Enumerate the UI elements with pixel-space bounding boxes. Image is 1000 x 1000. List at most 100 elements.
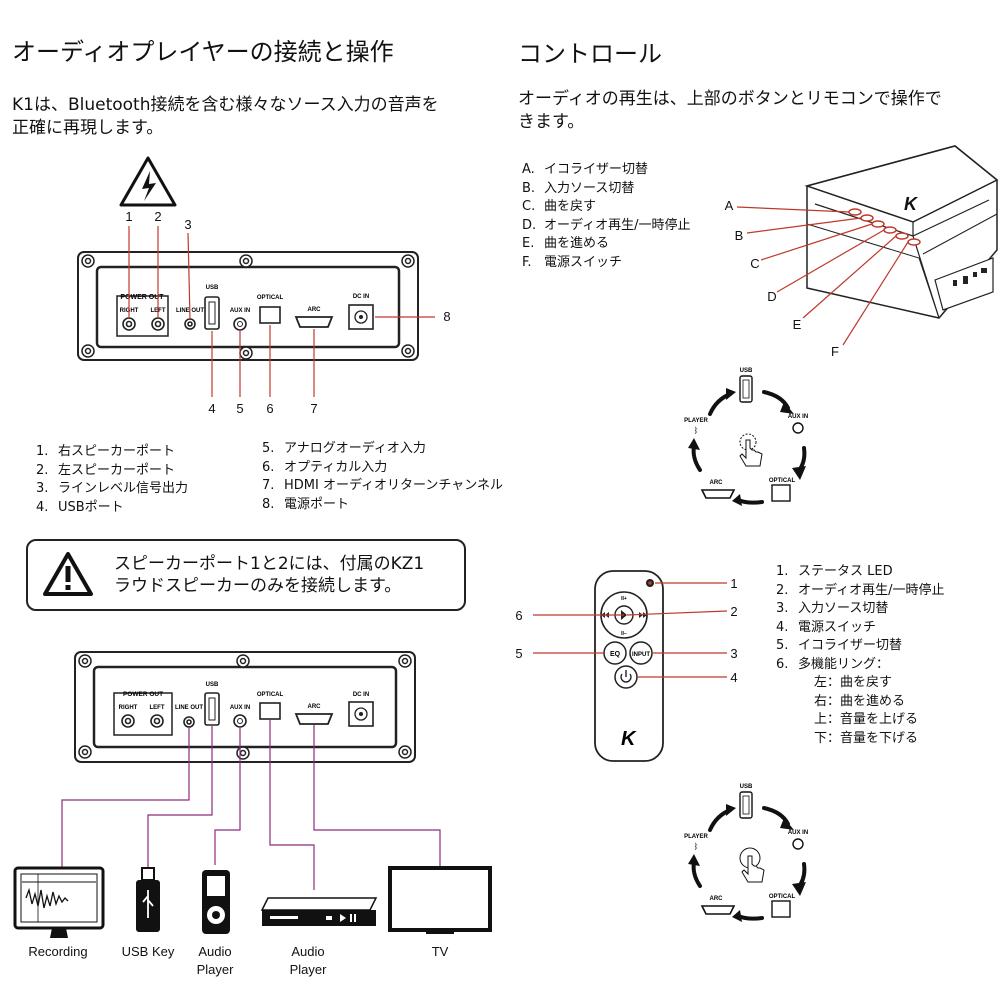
callout-f: F [831, 344, 839, 359]
list-item: 6.多機能リング： [776, 656, 890, 672]
device-label-usb-key: USB Key [122, 944, 175, 959]
power-out-label: POWER OUT [120, 294, 164, 301]
callout-2: 2 [154, 209, 161, 224]
ring-item: 上：音量を上げる [814, 712, 919, 727]
callout-3: 3 [184, 217, 191, 232]
rear-panel-diagram: POWER OUT RIGHT LEFT LINE OUT USB AUX IN… [77, 156, 451, 416]
list-item: 8.電源ポート [262, 496, 350, 512]
list-item: 6.オプティカル入力 [262, 459, 388, 475]
ring-item: 下：音量を下げる [814, 730, 919, 746]
callout-5: 5 [236, 401, 243, 416]
list-item: 5.アナログオーディオ入力 [262, 441, 426, 456]
svg-text:PLAYER: PLAYER [684, 418, 708, 424]
list-item: C.曲を戻す [522, 199, 597, 214]
connection-intro: K1は、Bluetooth接続を含む様々なソース入力の音声を 正確に再現します。 [12, 94, 439, 140]
callout-c: C [750, 256, 759, 271]
remote-callout-2: 2 [730, 604, 737, 619]
callout-7: 7 [310, 401, 317, 416]
hand-touch-icon [739, 847, 765, 883]
remote-control-diagram: II+ II− EQ INPUT K 1 2 3 4 5 6 [515, 570, 738, 762]
svg-text:LINE OUT: LINE OUT [175, 705, 203, 711]
callout-d: D [767, 289, 776, 304]
list-item: 1.ステータス LED [776, 564, 893, 579]
svg-text:AUX IN: AUX IN [788, 830, 808, 836]
svg-text:II−: II− [621, 631, 627, 637]
list-item: 2.オーディオ再生/一時停止 [776, 582, 945, 598]
list-item: B.入力ソース切替 [522, 180, 635, 196]
device-label-audio-player-1: Audio [198, 944, 231, 959]
remote-list: 1.ステータス LED 2.オーディオ再生/一時停止 3.入力ソース切替 4.電… [776, 563, 944, 748]
svg-text:USB: USB [206, 682, 219, 688]
svg-text:ARC: ARC [710, 480, 724, 486]
svg-text:DC IN: DC IN [353, 294, 369, 300]
hand-touch-icon [739, 433, 763, 467]
list-item: 3.入力ソース切替 [776, 601, 889, 616]
input-cycle-diagram-2: USB AUX IN OPTICAL ARC PLAYER ᛒ [684, 784, 808, 922]
usb-key-icon [136, 867, 160, 932]
input-button-label: INPUT [632, 652, 650, 658]
speaker-top-diagram: K A B C D E F [725, 145, 999, 359]
svg-text:OPTICAL: OPTICAL [769, 478, 796, 484]
svg-text:RIGHT: RIGHT [119, 705, 138, 711]
svg-text:USB: USB [740, 784, 753, 790]
list-item: 4.電源スイッチ [776, 619, 877, 635]
intro-line-2: 正確に再現します。 [12, 118, 164, 138]
bluetooth-icon: ᛒ [694, 842, 699, 851]
section-title-control: コントロール [518, 40, 662, 68]
ring-item: 右：曲を進める [814, 693, 906, 709]
svg-text:POWER OUT: POWER OUT [123, 691, 163, 698]
callout-a: A [725, 198, 734, 213]
callout-6: 6 [266, 401, 273, 416]
svg-text:ARC: ARC [308, 307, 322, 313]
audio-player-icon [202, 870, 230, 934]
tv-icon [388, 866, 492, 934]
svg-text:OPTICAL: OPTICAL [257, 692, 284, 698]
svg-text:Player: Player [197, 962, 235, 977]
disc-player-icon [260, 897, 378, 926]
warning-icon [43, 552, 93, 596]
list-item: E.曲を進める [522, 236, 610, 251]
ring-item: 左：曲を戻す [814, 675, 893, 690]
list-item: 1.右スピーカーポート [36, 444, 176, 459]
port-list-2: 5.アナログオーディオ入力 6.オプティカル入力 7.HDMI オーディオリター… [262, 440, 503, 514]
svg-text:II+: II+ [621, 596, 627, 602]
svg-text:ARC: ARC [308, 704, 322, 710]
bluetooth-icon: ᛒ [694, 426, 699, 435]
section-title-connection: オーディオプレイヤーの接続と操作 [12, 38, 394, 66]
svg-text:AUX IN: AUX IN [788, 414, 808, 420]
list-item: 4.USBポート [36, 499, 124, 515]
port-list-1: 1.右スピーカーポート 2.左スピーカーポート 3.ラインレベル信号出力 4.U… [36, 443, 188, 517]
list-item: 2.左スピーカーポート [36, 462, 176, 478]
list-item: 7.HDMI オーディオリターンチャンネル [262, 478, 504, 493]
svg-text:AUX IN: AUX IN [230, 705, 250, 711]
input-cycle-diagram-1: USB AUX IN OPTICAL ARC PLAYER ᛒ [684, 368, 808, 506]
device-label-audio-player-2: Audio [291, 944, 324, 959]
list-item: F.電源スイッチ [522, 254, 623, 270]
intro-line-1: K1は、Bluetooth接続を含む様々なソース入力の音声を [12, 95, 439, 115]
callout-1: 1 [125, 209, 132, 224]
svg-text:AUX IN: AUX IN [230, 308, 250, 314]
remote-callout-6: 6 [515, 608, 522, 623]
svg-text:Player: Player [290, 962, 328, 977]
device-label-recording: Recording [28, 944, 87, 959]
device-label-tv: TV [432, 944, 449, 959]
remote-callout-3: 3 [730, 646, 737, 661]
svg-text:ARC: ARC [710, 896, 724, 902]
list-item: 5.イコライザー切替 [776, 638, 903, 653]
callout-e: E [793, 317, 802, 332]
warning-box: スピーカーポート1と2には、付属のKZ1 ラウドスピーカーのみを接続します。 [26, 539, 466, 611]
callout-4: 4 [208, 401, 215, 416]
eq-button-label: EQ [610, 651, 621, 658]
remote-callout-5: 5 [515, 646, 522, 661]
remote-callout-1: 1 [730, 576, 737, 591]
svg-text:OPTICAL: OPTICAL [257, 295, 284, 301]
list-item: 3.ラインレベル信号出力 [36, 481, 189, 496]
brand-logo: K [904, 194, 919, 214]
recording-monitor-icon [13, 866, 105, 938]
svg-text:PLAYER: PLAYER [684, 834, 708, 840]
svg-text:USB: USB [740, 368, 753, 374]
top-button-list: A.イコライザー切替 B.入力ソース切替 C.曲を戻す D.オーディオ再生/一時… [522, 161, 690, 272]
high-voltage-warning-icon [119, 156, 177, 207]
remote-callout-4: 4 [730, 670, 737, 685]
power-icon [620, 670, 632, 683]
